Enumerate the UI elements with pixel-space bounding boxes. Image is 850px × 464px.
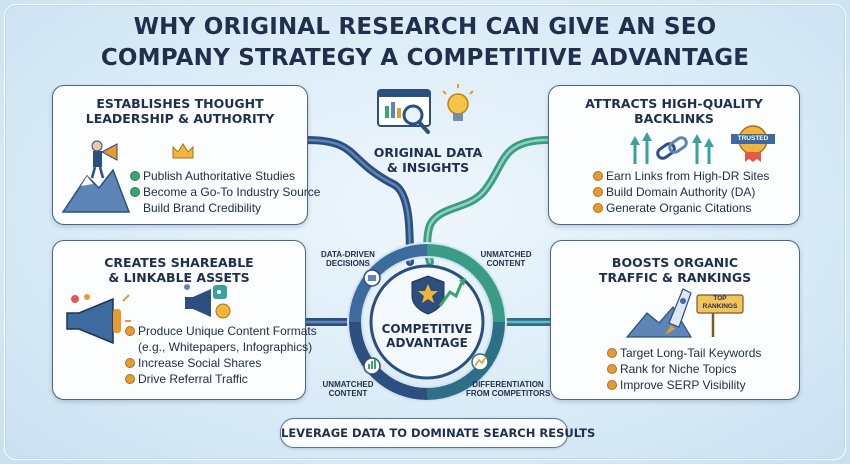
card-backlinks: ATTRACTS HIGH-QUALITY BACKLINKS TRUSTED … bbox=[548, 85, 800, 225]
ring-label-unmatched-top: UNMATCHED CONTENT bbox=[476, 250, 536, 268]
shield-star-icon bbox=[411, 275, 466, 315]
hub-label: COMPETITIVE ADVANTAGE bbox=[374, 322, 480, 350]
bullet-dot bbox=[593, 187, 603, 197]
browser-magnifier-icon bbox=[377, 89, 431, 134]
page-title: WHY ORIGINAL RESEARCH CAN GIVE AN SEO CO… bbox=[0, 12, 850, 74]
ring-label-unmatched-top-1: UNMATCHED bbox=[480, 250, 532, 259]
list-item-text: Generate Organic Citations bbox=[606, 201, 752, 215]
title-line-2: COMPANY STRATEGY A COMPETITIVE ADVANTAGE bbox=[100, 45, 750, 71]
trusted-badge-text: TRUSTED bbox=[737, 135, 769, 142]
lightbulb-icon bbox=[442, 84, 474, 121]
list-item: Become a Go-To Industry Source bbox=[130, 184, 320, 200]
bullet-dot bbox=[130, 187, 140, 197]
hub-line-2: ADVANTAGE bbox=[386, 336, 468, 350]
trusted-badge-icon bbox=[731, 125, 775, 162]
original-data-line-2: & INSIGHTS bbox=[386, 160, 470, 175]
list-item: Publish Authoritative Studies bbox=[130, 168, 320, 184]
megaphone-icon bbox=[66, 294, 131, 345]
ring-label-differentiation-2: FROM COMPETITORS bbox=[466, 389, 551, 398]
top-rankings-sign: TOP RANKINGS bbox=[697, 295, 743, 311]
card-shareable-title-2: & LINKABLE ASSETS bbox=[108, 270, 250, 285]
rocket-mountain-icon bbox=[625, 288, 744, 338]
hub-line-1: COMPETITIVE bbox=[381, 322, 473, 336]
ring-label-data-driven: DATA-DRIVEN DECISIONS bbox=[318, 250, 378, 268]
card-backlinks-list: Earn Links from High-DR Sites Build Doma… bbox=[593, 168, 769, 216]
list-item: Build Brand Credibility bbox=[130, 200, 320, 216]
card-shareable: CREATES SHAREABLE & LINKABLE ASSETS Prod… bbox=[52, 240, 317, 400]
list-item: Build Domain Authority (DA) bbox=[593, 184, 769, 200]
card-thought-leadership: ESTABLISHES THOUGHT LEADERSHIP & AUTHORI… bbox=[52, 85, 320, 225]
top-rankings-sign-2: RANKINGS bbox=[702, 303, 738, 310]
card-shareable-title: CREATES SHAREABLE & LINKABLE ASSETS bbox=[53, 255, 305, 285]
card-backlinks-title-2: BACKLINKS bbox=[634, 111, 714, 126]
ring-label-differentiation-1: DIFFERENTIATION bbox=[472, 380, 544, 389]
list-item-text: Publish Authoritative Studies bbox=[143, 169, 296, 183]
bullet-dot bbox=[607, 380, 617, 390]
bullet-dot bbox=[125, 374, 135, 384]
list-item-text: (e.g., Whitepapers, Infographics) bbox=[138, 340, 313, 354]
bullet-dot bbox=[607, 364, 617, 374]
list-item: Improve SERP Visibility bbox=[607, 377, 761, 393]
footer-banner: LEVERAGE DATA TO DOMINATE SEARCH RESULTS bbox=[280, 418, 595, 448]
title-line-1: WHY ORIGINAL RESEARCH CAN GIVE AN SEO bbox=[133, 14, 717, 40]
card-backlinks-title-1: ATTRACTS HIGH-QUALITY bbox=[585, 96, 763, 111]
original-data-label: ORIGINAL DATA & INSIGHTS bbox=[366, 145, 490, 175]
chain-arrows-icon bbox=[630, 132, 714, 164]
ring-label-unmatched-top-2: CONTENT bbox=[486, 259, 526, 268]
card-thought-leadership-title-1: ESTABLISHES THOUGHT bbox=[96, 96, 264, 111]
card-traffic-list: Target Long-Tail Keywords Rank for Niche… bbox=[607, 345, 761, 393]
list-item-text: Build Brand Credibility bbox=[143, 201, 262, 215]
list-item: (e.g., Whitepapers, Infographics) bbox=[125, 339, 317, 355]
bullet-dot bbox=[607, 348, 617, 358]
ring-label-unmatched-bottom-1: UNMATCHED bbox=[322, 380, 374, 389]
card-thought-leadership-list: Publish Authoritative Studies Become a G… bbox=[130, 168, 320, 216]
list-item-text: Target Long-Tail Keywords bbox=[620, 346, 762, 360]
list-item-text: Rank for Niche Topics bbox=[620, 362, 737, 376]
ring-label-data-driven-2: DECISIONS bbox=[325, 259, 370, 268]
list-item: Target Long-Tail Keywords bbox=[607, 345, 761, 361]
top-rankings-sign-1: TOP bbox=[713, 295, 727, 302]
card-traffic: BOOSTS ORGANIC TRAFFIC & RANKINGS TOP RA… bbox=[550, 240, 800, 400]
list-item-text: Drive Referral Traffic bbox=[138, 372, 248, 386]
ring-label-data-driven-1: DATA-DRIVEN bbox=[321, 250, 375, 259]
bullet-dot bbox=[125, 326, 135, 336]
list-item-text: Build Domain Authority (DA) bbox=[606, 185, 756, 199]
card-traffic-title-2: TRAFFIC & RANKINGS bbox=[598, 270, 752, 285]
list-item: Increase Social Shares bbox=[125, 355, 317, 371]
list-item-text: Produce Unique Content Formats bbox=[138, 324, 317, 338]
list-item: Earn Links from High-DR Sites bbox=[593, 168, 769, 184]
ring-label-differentiation: DIFFERENTIATION FROM COMPETITORS bbox=[466, 380, 550, 398]
ring-label-unmatched-bottom: UNMATCHED CONTENT bbox=[318, 380, 378, 398]
list-item: Rank for Niche Topics bbox=[607, 361, 761, 377]
crown-icon bbox=[172, 143, 194, 159]
list-item: Drive Referral Traffic bbox=[125, 371, 317, 387]
card-backlinks-title: ATTRACTS HIGH-QUALITY BACKLINKS bbox=[549, 96, 799, 126]
card-shareable-title-1: CREATES SHAREABLE bbox=[104, 255, 254, 270]
mountain-megaphone-icon bbox=[61, 140, 131, 213]
list-item-text: Earn Links from High-DR Sites bbox=[606, 169, 770, 183]
bullet-dot bbox=[130, 171, 140, 181]
bullet-dot bbox=[125, 358, 135, 368]
list-item-text: Improve SERP Visibility bbox=[620, 378, 746, 392]
list-item: Produce Unique Content Formats bbox=[125, 323, 317, 339]
list-item-text: Increase Social Shares bbox=[138, 356, 262, 370]
card-thought-leadership-title-2: LEADERSHIP & AUTHORITY bbox=[85, 111, 275, 126]
bullet-dot bbox=[593, 171, 603, 181]
card-traffic-title-1: BOOSTS ORGANIC bbox=[611, 255, 739, 270]
original-data-line-1: ORIGINAL DATA bbox=[373, 145, 483, 160]
card-thought-leadership-title: ESTABLISHES THOUGHT LEADERSHIP & AUTHORI… bbox=[53, 96, 307, 126]
share-megaphone-icon bbox=[184, 284, 231, 319]
page-frame bbox=[4, 4, 846, 460]
ring-label-unmatched-bottom-2: CONTENT bbox=[328, 389, 368, 398]
card-shareable-list: Produce Unique Content Formats (e.g., Wh… bbox=[125, 323, 317, 387]
list-item: Generate Organic Citations bbox=[593, 200, 769, 216]
list-item-text: Become a Go-To Industry Source bbox=[143, 185, 321, 199]
card-traffic-title: BOOSTS ORGANIC TRAFFIC & RANKINGS bbox=[551, 255, 799, 285]
bullet-dot bbox=[593, 203, 603, 213]
